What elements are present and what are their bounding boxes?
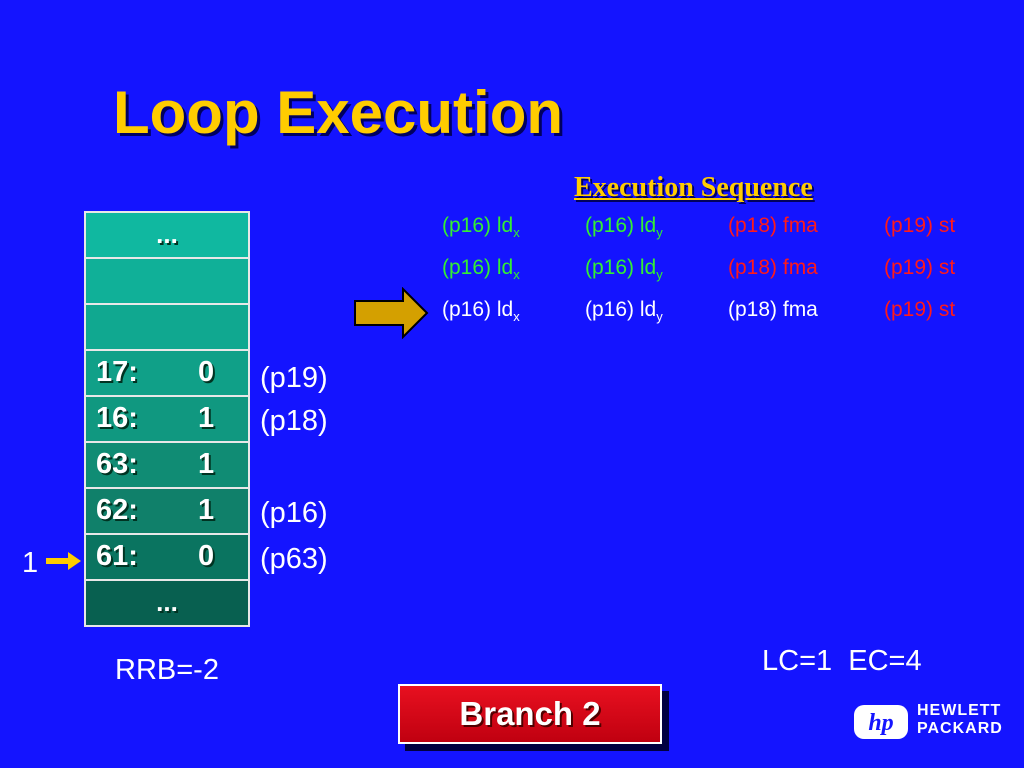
predicate-label-p16: (p16) <box>260 497 328 529</box>
sequence-instruction: (p16) ldx <box>442 214 520 241</box>
sequence-instruction: (p16) ldx <box>442 298 520 325</box>
sequence-instruction: (p19) st <box>884 256 956 279</box>
register-empty <box>84 303 250 351</box>
register-index: 63: <box>96 448 138 480</box>
register-value: 1 <box>198 494 215 526</box>
sequence-instruction: (p18) fma <box>728 298 818 321</box>
predicate-register: 62: 1 <box>84 487 250 535</box>
hp-logo: hp HEWLETT PACKARD <box>853 702 1019 742</box>
branch-button[interactable]: Branch 2 <box>398 684 662 744</box>
execution-sequence-heading: Execution Sequence <box>574 172 813 203</box>
predicate-label-p18: (p18) <box>260 405 328 437</box>
register-empty <box>84 257 250 305</box>
sequence-instruction: (p16) ldy <box>585 214 663 241</box>
register-index: 16: <box>96 402 138 434</box>
loop-counters: LC=1 EC=4 <box>762 645 922 677</box>
ellipsis-text: ... <box>156 587 178 617</box>
rrb-value: RRB=-2 <box>115 654 219 686</box>
sequence-instruction: (p19) st <box>884 214 956 237</box>
predicate-register: 63: 1 <box>84 441 250 489</box>
sequence-instruction: (p16) ldy <box>585 256 663 283</box>
sequence-instruction: (p18) fma <box>728 256 818 279</box>
register-index: 62: <box>96 494 138 526</box>
predicate-register: 61: 0 <box>84 533 250 581</box>
register-value: 1 <box>198 448 215 480</box>
register-ellipsis: ... <box>84 211 250 259</box>
sequence-instruction: (p18) fma <box>728 214 818 237</box>
register-index: 17: <box>96 356 138 388</box>
predicate-label-p19: (p19) <box>260 362 328 394</box>
sequence-instruction: (p19) st <box>884 298 956 321</box>
register-value: 1 <box>198 402 215 434</box>
sequence-instruction: (p16) ldx <box>442 256 520 283</box>
slide-title: Loop Execution <box>113 79 563 146</box>
incoming-predicate-value: 1 <box>22 547 39 579</box>
hp-logo-icon: hp <box>854 705 908 739</box>
ellipsis-text: ... <box>156 219 178 249</box>
svg-text:hp: hp <box>868 710 893 736</box>
predicate-register: 17: 0 <box>84 349 250 397</box>
register-index: 61: <box>96 540 138 572</box>
current-step-arrow-icon <box>354 287 429 339</box>
sequence-instruction: (p16) ldy <box>585 298 663 325</box>
predicate-label-p63: (p63) <box>260 543 328 575</box>
register-value: 0 <box>198 540 215 572</box>
logo-line-2: PACKARD <box>917 720 1003 737</box>
logo-line-1: HEWLETT <box>917 702 1002 719</box>
register-ellipsis: ... <box>84 579 250 627</box>
predicate-register: 16: 1 <box>84 395 250 443</box>
register-value: 0 <box>198 356 215 388</box>
incoming-arrow-icon <box>46 552 81 570</box>
